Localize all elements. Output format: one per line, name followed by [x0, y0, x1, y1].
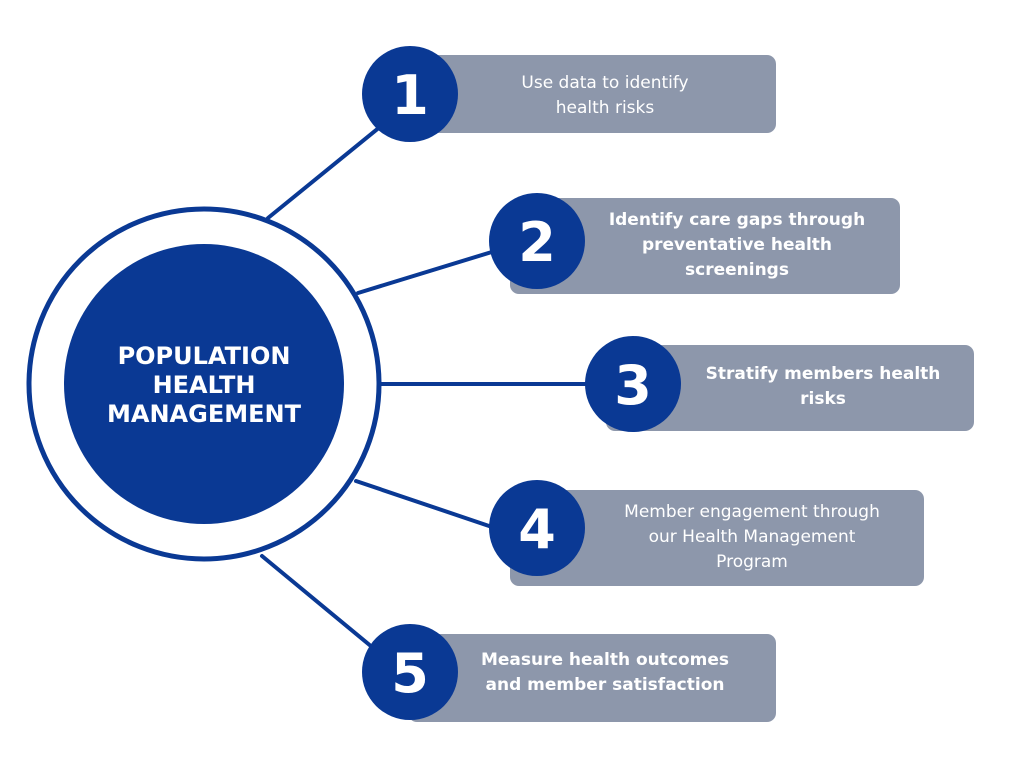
hub-title-line: HEALTH: [153, 371, 256, 399]
step-description-line: Use data to identify: [521, 73, 688, 93]
step-number-badge: [362, 46, 458, 142]
step-description-line: preventative health: [642, 235, 832, 255]
step-number-badge: [489, 480, 585, 576]
step-number: 5: [391, 642, 429, 705]
step-description-line: Identify care gaps through: [609, 210, 865, 230]
step-2: 2 Identify care gaps through preventative …: [489, 193, 900, 294]
step-box: [606, 345, 974, 431]
step-box: [408, 634, 776, 722]
step-box: [408, 55, 776, 133]
step-3: 3 Stratify members health risks: [585, 336, 974, 432]
hub: POPULATION HEALTH MANAGEMENT: [26, 206, 382, 562]
connector-line-1: [266, 120, 388, 220]
step-5: 5 Measure health outcomes and member satis…: [362, 624, 776, 722]
step-description-line: and member satisfaction: [486, 675, 725, 695]
step-number-badge: [585, 336, 681, 432]
step-number-badge: [362, 624, 458, 720]
step-description-line: Stratify members health: [706, 364, 941, 384]
step-number-badge: [489, 193, 585, 289]
step-description-line: our Health Management: [649, 527, 856, 547]
step-description-line: health risks: [556, 98, 655, 118]
hub-title-line: POPULATION: [118, 342, 291, 370]
step-description-line: screenings: [685, 260, 789, 280]
connector-line-2: [356, 249, 497, 295]
step-box: [510, 490, 924, 586]
hub-inner-disc: [64, 244, 344, 524]
connector-lines: [260, 120, 588, 649]
step-description-line: Program: [716, 552, 788, 572]
step-description-line: Member engagement through: [624, 502, 880, 522]
step-number: 2: [518, 211, 556, 274]
step-description-line: Measure health outcomes: [481, 650, 729, 670]
hub-title-line: MANAGEMENT: [107, 400, 302, 428]
connector-line-5: [260, 554, 374, 649]
step-number: 4: [518, 498, 556, 561]
step-4: 4 Member engagement through our Health Man…: [489, 480, 924, 586]
steps: 1 Use data to identify health risks 2 Identi…: [362, 46, 974, 722]
step-box: [510, 198, 900, 294]
step-1: 1 Use data to identify health risks: [362, 46, 776, 142]
step-description-line: risks: [800, 389, 846, 409]
step-number: 1: [391, 64, 429, 127]
connector-line-4: [354, 479, 494, 529]
step-number: 3: [614, 354, 652, 417]
